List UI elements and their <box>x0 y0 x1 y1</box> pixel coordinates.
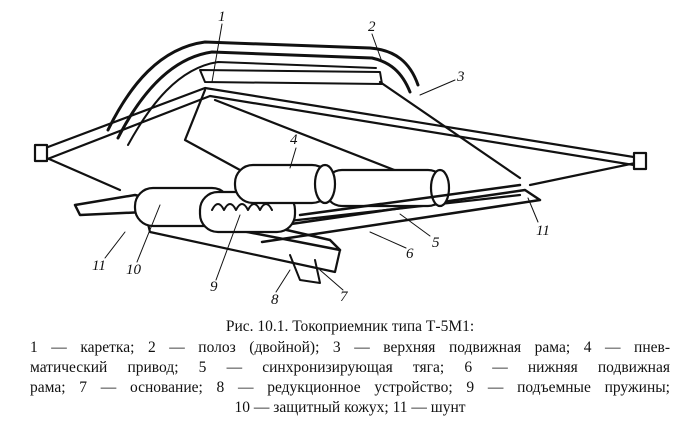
callout-9: 9 <box>210 279 218 295</box>
callout-5: 5 <box>432 235 440 251</box>
callout-6: 6 <box>406 246 414 262</box>
callout-3: 3 <box>457 69 465 85</box>
callout-10: 10 <box>126 262 141 278</box>
caption-line-3: рама; 7 — основание; 8 — редукционное ус… <box>30 379 670 396</box>
callout-1: 1 <box>218 9 226 25</box>
pantograph-drawing: 1 2 3 4 5 6 7 8 9 10 11 11 <box>33 9 648 308</box>
callout-2: 2 <box>368 19 376 35</box>
callout-8: 8 <box>271 292 279 308</box>
caption-title: Рис. 10.1. Токоприемник типа Т-5М1: <box>225 318 475 335</box>
caption-line-4: 10 — защитный кожух; 11 — шунт <box>234 399 466 416</box>
figure-caption: Рис. 10.1. Токоприемник типа Т-5М1: 1 — … <box>30 317 670 418</box>
caption-line-1: 1 — каретка; 2 — полоз (двойной); 3 — ве… <box>30 339 670 356</box>
callout-11-left: 11 <box>92 258 106 274</box>
caption-line-2: матический привод; 5 — синхронизирующая … <box>30 359 670 376</box>
callout-7: 7 <box>340 289 348 305</box>
pantograph-illustration <box>33 23 648 293</box>
callout-11-right: 11 <box>536 223 550 239</box>
callout-4: 4 <box>290 132 298 148</box>
